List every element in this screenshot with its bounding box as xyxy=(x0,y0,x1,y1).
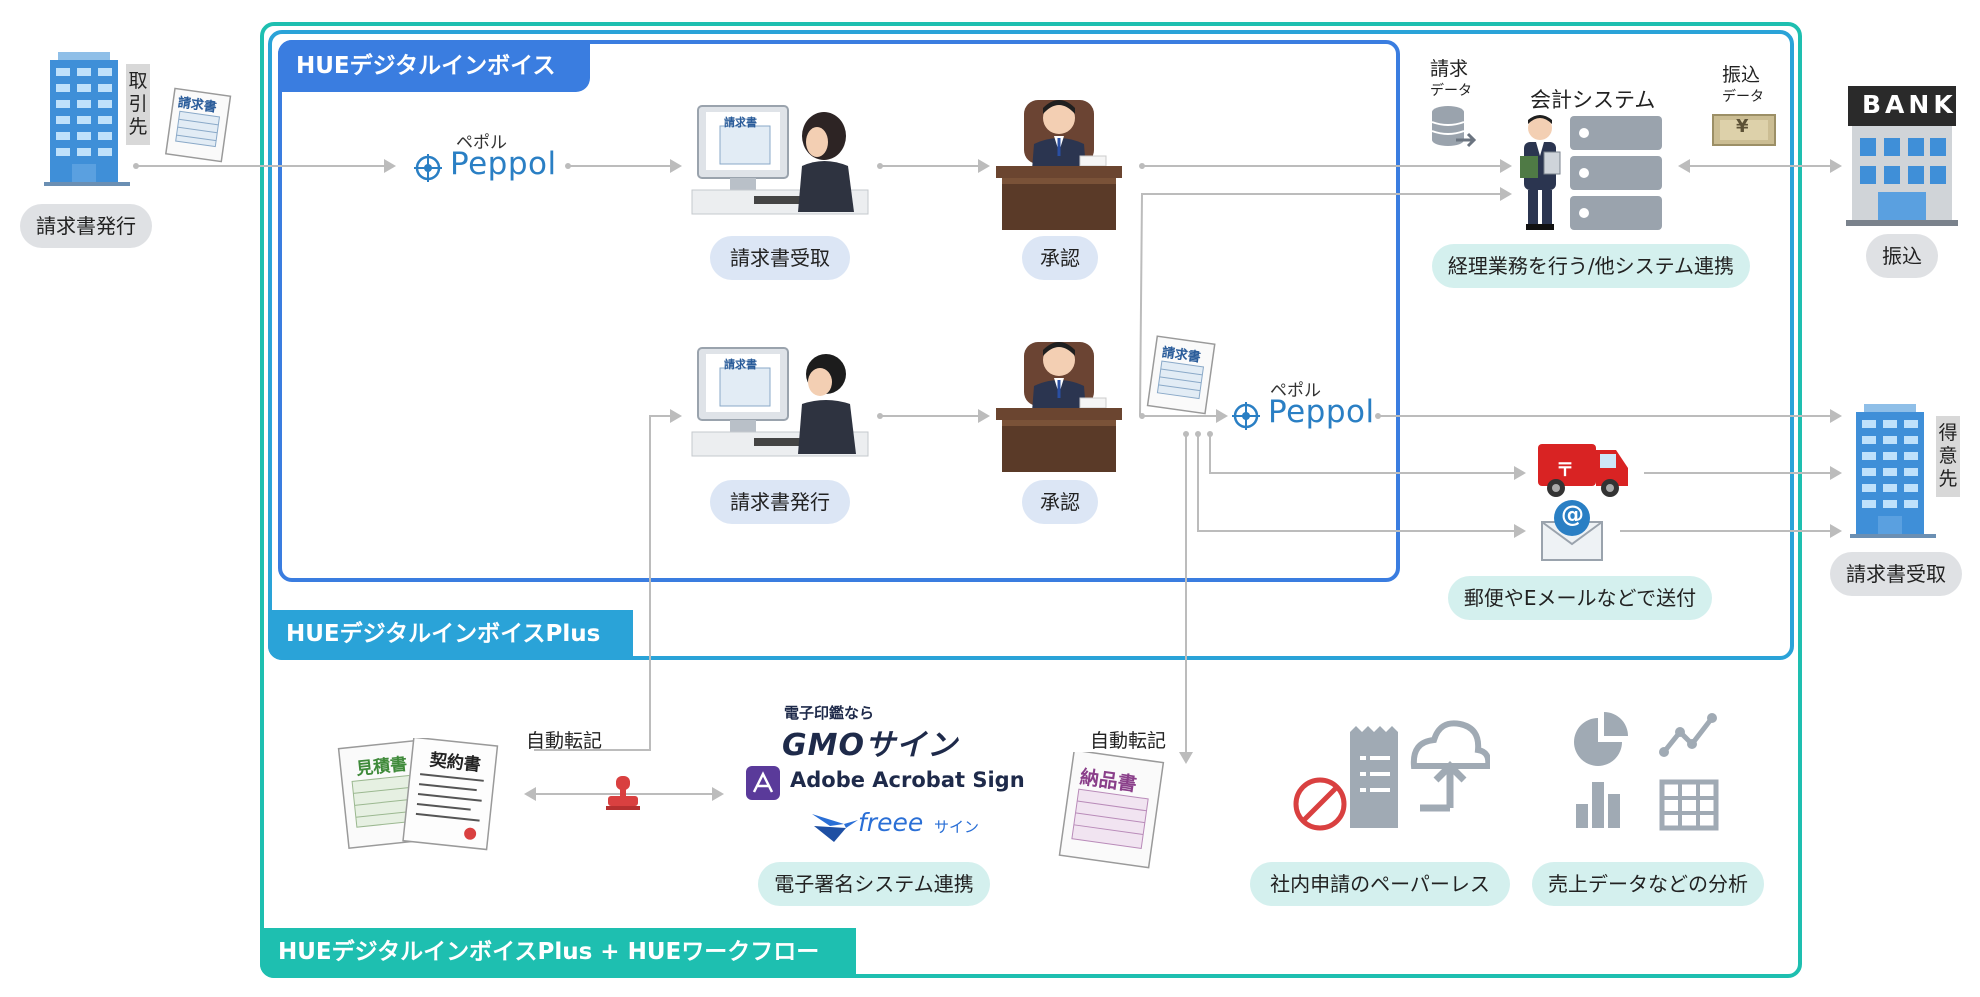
gmo-small-label: 電子印鑑なら xyxy=(784,704,875,722)
partner-issue-pill: 請求書発行 xyxy=(20,204,152,248)
auto-post-label-2: 自動転記 xyxy=(1090,730,1167,752)
accounting-pill: 経理業務を行う/他システム連携 xyxy=(1432,244,1750,288)
peppol-logo-icon-2 xyxy=(1232,402,1260,430)
estimate-doc-title: 見積書 xyxy=(355,754,409,780)
invoice-document-icon xyxy=(164,87,232,163)
partner-vertical-label: 取引先 xyxy=(126,64,150,145)
yen-banknote-icon xyxy=(1712,114,1776,146)
contract-doc-title: 契約書 xyxy=(428,750,482,776)
database-export-icon xyxy=(1431,106,1477,148)
yen-symbol: ¥ xyxy=(1736,116,1749,137)
freee-sign-label: サイン xyxy=(934,818,980,836)
esign-pill: 電子署名システム連携 xyxy=(758,862,990,906)
invoice-document-icon-2 xyxy=(1146,335,1216,415)
inner-frame-invoice xyxy=(278,40,1400,582)
issue-monitor-doc-title: 請求書 xyxy=(724,358,757,371)
invoice-data-sublabel: データ xyxy=(1430,83,1472,99)
peppol-logo-text-1: Peppol xyxy=(450,146,557,182)
peppol-kana-1: ペポル xyxy=(456,133,507,153)
peppol-kana-2: ペポル xyxy=(1270,381,1321,401)
peppol-logo-text-2: Peppol xyxy=(1268,394,1375,430)
invoice-data-label: 請求 xyxy=(1430,58,1469,80)
accountant-icon xyxy=(1520,115,1561,230)
transfer-data-label: 振込 xyxy=(1722,64,1761,86)
bank-building-icon xyxy=(1846,86,1958,226)
freee-logo: freee xyxy=(858,808,924,837)
email-envelope-icon xyxy=(1541,500,1603,561)
issue-approve-pill: 承認 xyxy=(1022,480,1098,524)
receive-monitor-doc-title: 請求書 xyxy=(724,116,757,129)
analysis-pill: 売上データなどの分析 xyxy=(1532,862,1764,906)
post-truck-icon xyxy=(1538,444,1628,497)
transfer-data-sublabel: データ xyxy=(1722,89,1764,105)
outer-frame-workflow xyxy=(260,22,1802,978)
gmo-sign-logo: GMOサイン xyxy=(782,728,958,763)
stamp-icon xyxy=(606,776,640,810)
adobe-sign-logo: Adobe Acrobat Sign xyxy=(790,768,1025,792)
adobe-acrobat-icon xyxy=(746,766,780,800)
manager-at-desk-icon-2 xyxy=(996,342,1122,472)
delivery-pill: 郵便やEメールなどで送付 xyxy=(1448,576,1712,620)
office-building-icon xyxy=(44,52,130,186)
paperless-upload-icon xyxy=(1293,720,1490,831)
bank-sign: BANK xyxy=(1862,90,1957,119)
customer-vertical-label: 得意先 xyxy=(1936,416,1960,497)
paperless-pill: 社内申請のペーパーレス xyxy=(1250,862,1510,906)
analytics-charts-icon xyxy=(1574,712,1719,831)
pc-worker-woman-icon xyxy=(691,105,869,215)
receive-pill: 請求書受取 xyxy=(710,236,850,280)
outer-frame-label: HUEデジタルインボイスPlus + HUEワークフロー xyxy=(260,928,856,978)
estimate-contract-docs-icon xyxy=(337,738,499,851)
customer-pill: 請求書受取 xyxy=(1830,552,1962,596)
inner-frame-label: HUEデジタルインボイス xyxy=(278,40,590,92)
auto-post-label-1: 自動転記 xyxy=(526,730,603,752)
accounting-system-title: 会計システム xyxy=(1530,88,1656,112)
pc-worker-man-icon xyxy=(691,347,869,457)
freee-bird-icon xyxy=(812,814,858,842)
middle-frame-plus xyxy=(268,30,1794,660)
delivery-note-doc-icon xyxy=(1058,752,1165,869)
bank-pill: 振込 xyxy=(1866,234,1938,278)
server-icon xyxy=(1570,116,1662,230)
customer-building-icon xyxy=(1850,404,1936,538)
middle-frame-label: HUEデジタルインボイスPlus xyxy=(268,610,633,660)
issue-pill: 請求書発行 xyxy=(710,480,850,524)
peppol-logo-icon xyxy=(414,154,442,182)
post-mark: 〒 xyxy=(1556,460,1574,481)
mail-at-symbol: @ xyxy=(1561,502,1584,528)
receive-approve-pill: 承認 xyxy=(1022,236,1098,280)
manager-at-desk-icon xyxy=(996,100,1122,230)
